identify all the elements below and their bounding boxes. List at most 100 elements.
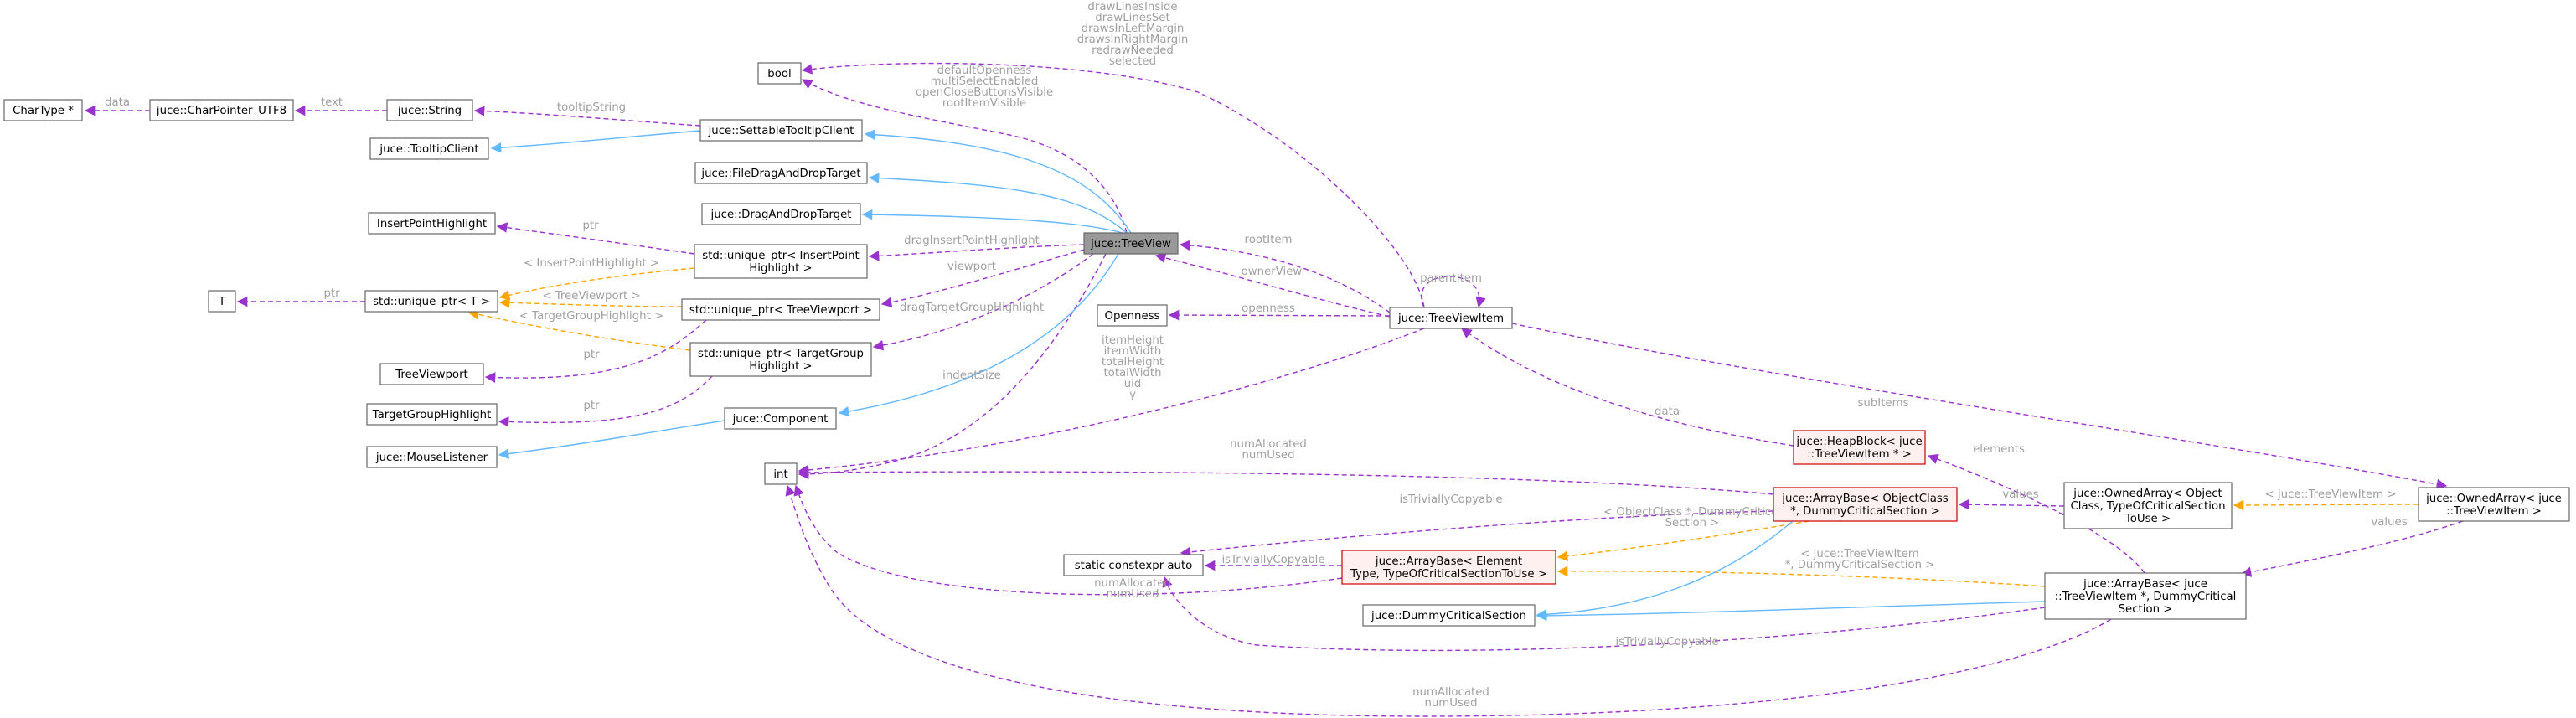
- node-int[interactable]: int: [764, 462, 798, 485]
- node-charpointer[interactable]: juce::CharPointer_UTF8: [149, 99, 294, 121]
- edge-tmpl_objcs: [1556, 520, 1810, 562]
- edge-label-heap_data: data: [1655, 405, 1680, 418]
- edge-label-bool_treeview: defaultOpennessmultiSelectEnabledopenClo…: [916, 65, 1053, 110]
- edge-label-line: numUsed: [1242, 449, 1294, 462]
- edge-label-line: numUsed: [1106, 588, 1159, 601]
- node-label-line: juce::TreeViewItem: [1397, 313, 1504, 325]
- node-label-line: *, DummyCriticalSection >: [1790, 505, 1940, 518]
- node-component[interactable]: juce::Component: [724, 407, 837, 430]
- node-uptr-target[interactable]: std::unique_ptr< TargetGroupHighlight >: [689, 342, 872, 377]
- node-tooltipclient[interactable]: juce::TooltipClient: [369, 137, 489, 160]
- edge-label-line: isTriviallyCopyable: [1615, 636, 1718, 648]
- edge-label-line: numUsed: [1424, 697, 1477, 710]
- node-label-line: InsertPointHighlight: [377, 218, 487, 230]
- edge-dragTargetGroupHighlight: [872, 253, 1094, 351]
- edge-isTriviallyCopyable_tvi: [1162, 576, 2046, 652]
- node-label-line: juce::ArrayBase< ObjectClass: [1781, 493, 1948, 505]
- inheritance-edge-1: [868, 173, 1128, 234]
- node-label-line: std::unique_ptr< InsertPoint: [702, 250, 859, 262]
- node-chartype[interactable]: CharType *: [3, 99, 83, 121]
- edge-viewport: [880, 249, 1085, 308]
- edge-tmpl_tvics: [1556, 566, 2046, 587]
- node-dragdrop[interactable]: juce::DragAndDropTarget: [701, 203, 861, 225]
- node-label-line: std::unique_ptr< TargetGroup: [698, 348, 864, 360]
- edge-bool_item: [801, 62, 1425, 308]
- node-settabletooltip[interactable]: juce::SettableTooltipClient: [699, 119, 863, 142]
- node-ownedarray-obj[interactable]: juce::OwnedArray< ObjectClass, TypeOfCri…: [2063, 482, 2233, 529]
- edge-label-tmpl_objcs: < ObjectClass *, DummyCriticalSection >: [1603, 506, 1781, 529]
- inheritance-edge-7: [1536, 601, 2046, 622]
- inheritance-edge-2: [861, 209, 1123, 234]
- node-mouselistener[interactable]: juce::MouseListener: [366, 446, 498, 468]
- node-dummycs[interactable]: juce::DummyCriticalSection: [1362, 604, 1536, 627]
- edge-tmpl_viewport: [498, 297, 683, 308]
- edge-label-line: uid: [1124, 378, 1142, 390]
- node-string[interactable]: juce::String: [386, 99, 473, 121]
- inheritance-edge-6: [1536, 520, 1794, 620]
- node-label-line: juce::DummyCriticalSection: [1371, 610, 1526, 622]
- node-openness[interactable]: Openness: [1097, 304, 1168, 327]
- edge-label-line: multiSelectEnabled: [931, 75, 1039, 88]
- edge-label-tmpl_tvics: < juce::TreeViewItem*, DummyCriticalSect…: [1785, 548, 1935, 571]
- edge-label-line: ptr: [323, 287, 340, 300]
- node-arraybase-obj[interactable]: juce::ArrayBase< ObjectClass*, DummyCrit…: [1773, 487, 1958, 522]
- edge-ownerView: [1154, 252, 1391, 318]
- edge-label-line: values: [2371, 516, 2407, 529]
- node-targetgrouphighlight[interactable]: TargetGroupHighlight: [366, 403, 498, 426]
- edge-label-line: dragTargetGroupHighlight: [900, 302, 1044, 314]
- node-filedrag[interactable]: juce::FileDragAndDropTarget: [694, 162, 868, 184]
- edge-label-line: itemWidth: [1104, 345, 1162, 358]
- node-label-line: juce::TreeView: [1090, 238, 1171, 251]
- edge-label-line: itemHeight: [1102, 334, 1164, 347]
- node-label-line: Class, TypeOfCriticalSection: [2070, 500, 2225, 513]
- node-uptr-t[interactable]: std::unique_ptr< T >: [364, 290, 498, 313]
- node-label-line: ::TreeViewItem * >: [1807, 448, 1912, 461]
- node-arraybase-tvi[interactable]: juce::ArrayBase< juce::TreeViewItem *, D…: [2044, 572, 2247, 620]
- edge-label-tmpl_target: < TargetGroupHighlight >: [519, 310, 663, 323]
- node-label-line: Openness: [1105, 310, 1160, 323]
- node-treeviewitem[interactable]: juce::TreeViewItem: [1389, 307, 1513, 329]
- node-label-line: std::unique_ptr< T >: [373, 296, 490, 308]
- node-treeview[interactable]: juce::TreeView: [1083, 232, 1179, 255]
- node-staticconstexpr[interactable]: static constexpr auto: [1063, 554, 1204, 576]
- edge-label-bool_item: drawLinesInsidedrawLinesSetdrawsInLeftMa…: [1077, 1, 1189, 68]
- inheritance-edge-0: [864, 129, 1132, 234]
- edge-label-line: drawLinesInside: [1087, 1, 1177, 13]
- edge-label-tmpl_insert: < InsertPointHighlight >: [524, 257, 659, 270]
- node-uptr-insert[interactable]: std::unique_ptr< InsertPointHighlight >: [694, 244, 868, 279]
- edge-tmpl_insert: [498, 267, 695, 301]
- edge-label-line: ownerView: [1242, 266, 1303, 278]
- edge-label-line: ptr: [583, 349, 600, 361]
- edge-label-item_int: itemHeightitemWidthtotalHeighttotalWidth…: [1102, 334, 1164, 401]
- edge-label-line: < ObjectClass *, DummyCritical: [1603, 506, 1781, 519]
- inheritance-edge-5: [498, 420, 725, 459]
- edge-label-line: *, DummyCriticalSection >: [1785, 559, 1935, 571]
- node-t[interactable]: T: [208, 290, 236, 313]
- edge-label-line: numAllocated: [1094, 577, 1171, 590]
- edge-label-line: tooltipString: [557, 101, 626, 114]
- edge-label-line: data: [1655, 405, 1680, 418]
- node-label-line: TreeViewport: [395, 369, 468, 381]
- edge-label-line: < InsertPointHighlight >: [524, 257, 659, 270]
- node-insertpointhighlight[interactable]: InsertPointHighlight: [368, 212, 496, 235]
- node-treeviewport[interactable]: TreeViewport: [379, 363, 484, 385]
- edge-label-indentSize: indentSize: [942, 369, 1001, 382]
- edge-heap_data: [1460, 328, 1794, 447]
- edge-label-line: openness: [1242, 302, 1295, 315]
- node-label-line: juce::DragAndDropTarget: [710, 209, 852, 221]
- node-label-line: juce::ArrayBase< juce: [2083, 578, 2207, 591]
- node-bool[interactable]: bool: [757, 62, 802, 85]
- node-uptr-viewport[interactable]: std::unique_ptr< TreeViewport >: [681, 298, 880, 321]
- edge-label-values_tvi: values: [2371, 516, 2407, 529]
- node-label-line: ::TreeViewItem *, DummyCritical: [2055, 591, 2237, 603]
- edge-tmpl_tvi: [2233, 499, 2419, 511]
- node-label-line: Type, TypeOfCriticalSectionToUse >: [1350, 568, 1547, 581]
- edge-label-data: data: [105, 96, 130, 109]
- edge-isTriviallyCopyable_obj: [1180, 510, 1774, 558]
- node-heapblock[interactable]: juce::HeapBlock< juce::TreeViewItem * >: [1793, 430, 1926, 465]
- node-label-line: juce::OwnedArray< juce: [2425, 493, 2562, 505]
- edge-label-line: < TreeViewport >: [542, 290, 640, 302]
- node-ownedarray-tvi[interactable]: juce::OwnedArray< juce::TreeViewItem >: [2418, 487, 2570, 522]
